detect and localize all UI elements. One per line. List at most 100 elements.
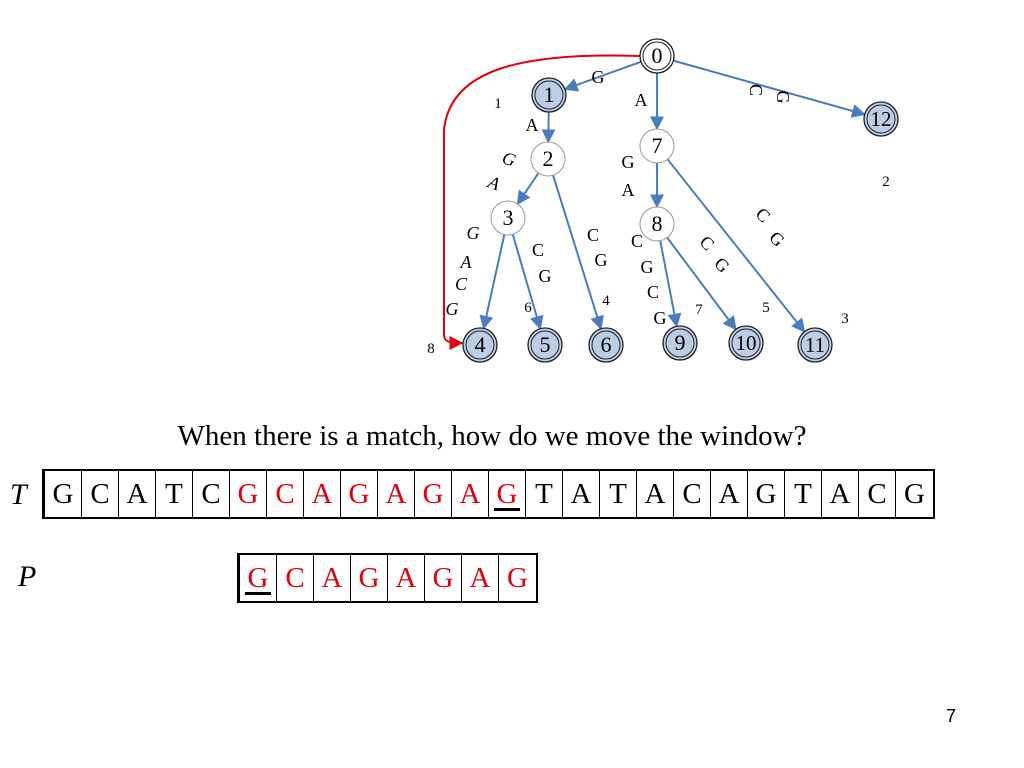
node-inner-ring xyxy=(800,330,830,360)
trie-node-12: 12 xyxy=(863,101,899,137)
node-circle xyxy=(588,327,624,363)
trie-node-3: 3 xyxy=(490,200,526,236)
node-circle xyxy=(527,327,563,363)
edge-label: C xyxy=(647,282,659,302)
edge-label: G xyxy=(773,91,793,104)
node-label: 10 xyxy=(736,331,757,355)
node-circle xyxy=(639,206,675,242)
text-row-cell: A xyxy=(822,471,859,517)
node-circle xyxy=(797,327,833,363)
trie-edge-2-6 xyxy=(552,174,604,331)
node-inner-ring xyxy=(642,41,672,71)
edge-label: C xyxy=(696,232,719,255)
edge-label: G xyxy=(710,253,733,276)
node-circle xyxy=(531,77,567,113)
edge-label: C xyxy=(746,84,766,96)
text-row-cell: A xyxy=(119,471,156,517)
text-row-cell: G xyxy=(230,471,267,517)
jump-edge-0-4 xyxy=(443,54,641,350)
edge-label: G xyxy=(446,299,459,319)
edge-label: G xyxy=(595,250,608,270)
node-circle xyxy=(728,325,764,361)
trie-node-7: 7 xyxy=(639,128,675,164)
text-row-cell: T xyxy=(600,471,637,517)
edge-label: C xyxy=(532,240,544,260)
pattern-row-cell: G xyxy=(351,555,388,601)
question-text: When there is a match, how do we move th… xyxy=(177,420,807,452)
pattern-row-cell: A xyxy=(314,555,351,601)
page-number: 7 xyxy=(946,706,957,726)
node-circle xyxy=(530,141,566,177)
node-label: 3 xyxy=(503,205,514,230)
edge-label: A xyxy=(622,180,635,200)
text-row-cell: G xyxy=(489,471,526,517)
trie-node-8: 8 xyxy=(639,206,675,242)
edge-label: C xyxy=(455,274,468,294)
trie-edge-3-4 xyxy=(479,234,506,330)
node-label: 1 xyxy=(544,82,555,107)
edge-label: C xyxy=(587,225,599,245)
pattern-row-cell: C xyxy=(277,555,314,601)
node-label: 9 xyxy=(675,330,686,355)
node-inner-ring xyxy=(534,80,564,110)
trie-edge-0-12 xyxy=(673,59,866,118)
node-label: 11 xyxy=(805,333,825,357)
text-row-cell: C xyxy=(267,471,304,517)
pattern-row-cell: G xyxy=(507,561,528,594)
node-label: 12 xyxy=(871,107,892,131)
node-circle xyxy=(490,200,526,236)
text-row-cell: C xyxy=(674,471,711,517)
node-circle xyxy=(639,128,675,164)
text-row-cell: C xyxy=(82,471,119,517)
node-circle xyxy=(863,101,899,137)
node-inner-ring xyxy=(465,330,495,360)
node-label: 6 xyxy=(601,332,612,357)
shift-value: 6 xyxy=(524,300,532,316)
shift-value: 4 xyxy=(602,293,610,309)
node-label: 2 xyxy=(543,146,554,171)
edge-label: A xyxy=(484,171,503,194)
node-circle xyxy=(462,327,498,363)
edge-label: G xyxy=(765,227,788,250)
trie-edge-2-3 xyxy=(516,172,540,206)
edge-label: G xyxy=(622,152,635,172)
text-row-cell: G xyxy=(904,477,925,510)
pattern-row-cell: G xyxy=(240,555,277,601)
edge-label: C xyxy=(631,231,643,251)
trie-edges xyxy=(443,54,866,350)
edge-label: G xyxy=(592,67,605,87)
edge-label: A xyxy=(635,90,648,110)
edge-label: A xyxy=(526,115,539,135)
shift-value: 2 xyxy=(882,174,890,190)
pattern-row-label: P xyxy=(18,560,37,593)
text-row-cell: T xyxy=(156,471,193,517)
text-row-cell: T xyxy=(526,471,563,517)
trie-node-10: 10 xyxy=(728,325,764,361)
trie-node-0: 0 xyxy=(639,38,675,74)
node-label: 8 xyxy=(652,211,663,236)
text-row-cell: C xyxy=(193,471,230,517)
text-row-cell: C xyxy=(859,471,896,517)
shift-value: 5 xyxy=(762,300,770,316)
trie-node-1: 1 xyxy=(531,77,567,113)
edge-label: G xyxy=(641,257,654,277)
node-inner-ring xyxy=(731,328,761,358)
node-circle xyxy=(639,38,675,74)
text-row-cell: G xyxy=(415,471,452,517)
pattern-row-cell: G xyxy=(425,555,462,601)
trie-edge-0-1 xyxy=(563,60,642,92)
shift-value: 1 xyxy=(494,96,502,112)
text-row-label: T xyxy=(10,478,27,511)
trie-node-4: 4 xyxy=(462,327,498,363)
text-row-cell: A xyxy=(304,471,341,517)
text-row-cell: G xyxy=(748,471,785,517)
node-inner-ring xyxy=(530,330,560,360)
edge-label: G xyxy=(499,147,518,170)
text-row-cell: G xyxy=(341,471,378,517)
node-label: 4 xyxy=(475,332,486,357)
edge-label: G xyxy=(539,266,552,286)
shift-value: 8 xyxy=(427,341,435,357)
text-row-cell: T xyxy=(785,471,822,517)
text-row-cell: A xyxy=(452,471,489,517)
